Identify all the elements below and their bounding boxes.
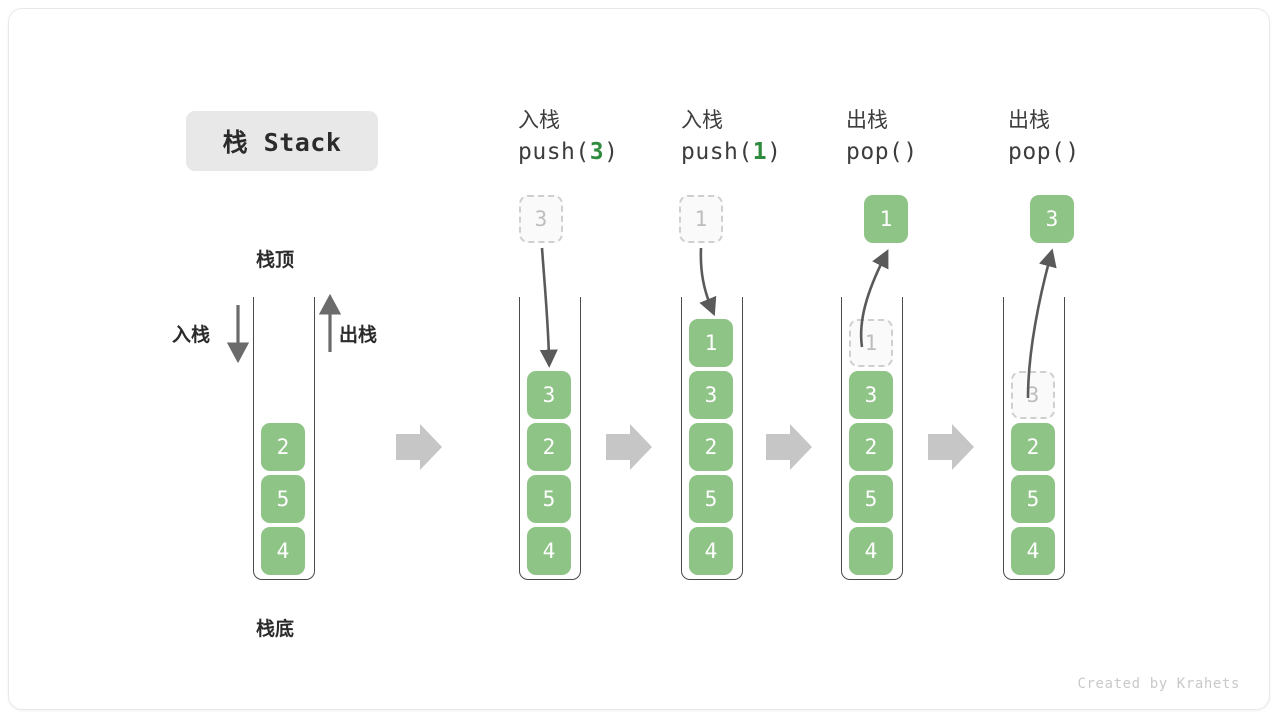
panel-header-pop-3: 出栈 pop() — [1008, 106, 1178, 168]
stack-cell: 3 — [527, 371, 571, 419]
code-prefix: push( — [681, 139, 753, 165]
stack-cell: 3 — [849, 371, 893, 419]
panel-header-cn: 入栈 — [681, 109, 723, 132]
stack-cell: 4 — [527, 527, 571, 575]
popped-cell: 1 — [864, 195, 908, 243]
title-chip: 栈 Stack — [186, 111, 378, 171]
code-prefix: push( — [518, 139, 590, 165]
stack-cell: 2 — [261, 423, 305, 471]
ghost-cell-incoming: 3 — [519, 195, 563, 243]
stack-container-pop-1 — [841, 297, 903, 580]
stack-container-push-1 — [681, 297, 743, 580]
stack-cell: 4 — [849, 527, 893, 575]
panel-header-code: pop() — [1008, 136, 1178, 168]
stack-cell: 2 — [849, 423, 893, 471]
stack-cell: 5 — [261, 475, 305, 523]
watermark: Created by Krahets — [1077, 676, 1240, 692]
stack-bottom-label: 栈底 — [256, 619, 295, 640]
stack-cell: 2 — [689, 423, 733, 471]
stack-cell: 2 — [527, 423, 571, 471]
code-suffix: ) — [767, 139, 782, 165]
panel-header-push-1: 入栈 push(1) — [681, 106, 851, 168]
pop-direction-label: 出栈 — [339, 325, 378, 346]
panel-header-pop-1: 出栈 pop() — [846, 106, 1016, 168]
code-arg: 1 — [752, 139, 768, 165]
stack-cell: 5 — [1011, 475, 1055, 523]
stack-container-push-3 — [519, 297, 581, 580]
code-suffix: ) — [1065, 139, 1080, 165]
stack-cell: 2 — [1011, 423, 1055, 471]
panel-header-cn: 入栈 — [518, 109, 560, 132]
stack-cell: 3 — [689, 371, 733, 419]
panel-header-push-3: 入栈 push(3) — [518, 106, 688, 168]
stack-container-pop-3 — [1003, 297, 1065, 580]
push-direction-label: 入栈 — [172, 325, 211, 346]
ghost-cell-vacated: 1 — [849, 319, 893, 367]
panel-header-code: pop() — [846, 136, 1016, 168]
stack-cell: 5 — [689, 475, 733, 523]
stack-cell: 4 — [1011, 527, 1055, 575]
code-suffix: ) — [903, 139, 918, 165]
code-prefix: pop( — [846, 139, 904, 165]
panel-header-code: push(1) — [681, 136, 851, 168]
panel-header-cn: 出栈 — [846, 109, 888, 132]
stack-cell: 4 — [261, 527, 305, 575]
stack-container-initial — [253, 297, 315, 580]
code-prefix: pop( — [1008, 139, 1066, 165]
ghost-cell-incoming: 1 — [679, 195, 723, 243]
code-arg: 3 — [589, 139, 605, 165]
stack-cell: 5 — [527, 475, 571, 523]
popped-cell: 3 — [1030, 195, 1074, 243]
stack-cell: 1 — [689, 319, 733, 367]
code-suffix: ) — [604, 139, 619, 165]
stack-cell: 4 — [689, 527, 733, 575]
panel-header-code: push(3) — [518, 136, 688, 168]
stack-top-label: 栈顶 — [256, 250, 295, 271]
ghost-cell-vacated: 3 — [1011, 371, 1055, 419]
panel-header-cn: 出栈 — [1008, 109, 1050, 132]
stack-cell: 5 — [849, 475, 893, 523]
